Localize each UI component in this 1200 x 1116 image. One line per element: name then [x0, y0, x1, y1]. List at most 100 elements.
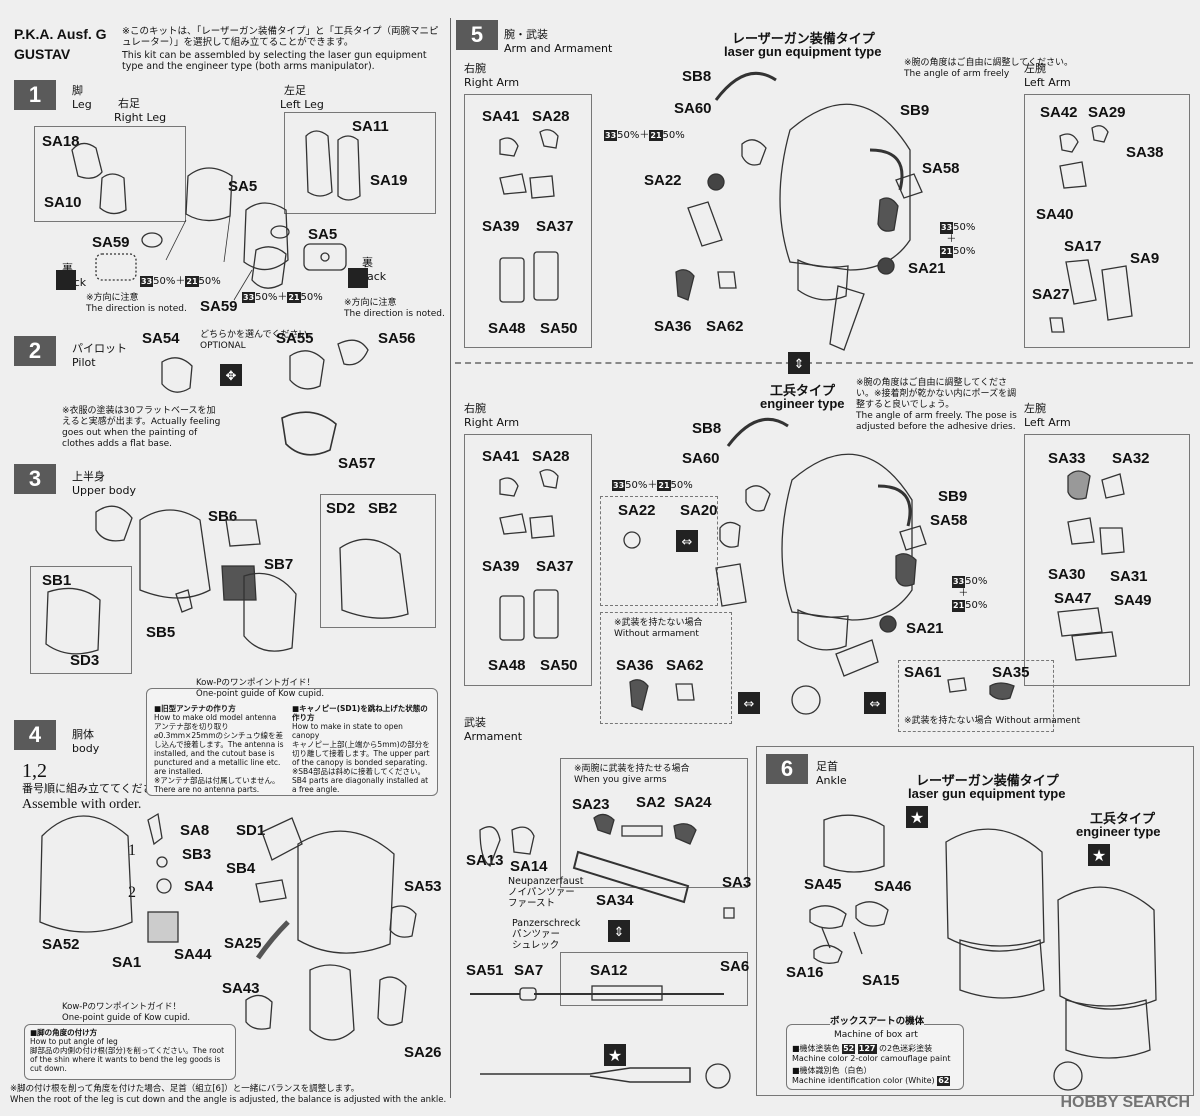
part-SB1: SB1: [42, 572, 72, 589]
part-SA36: SA36: [654, 318, 692, 335]
part-SB9: SB9: [900, 102, 930, 119]
paint-mix-arm-3: 3350%＋2150%: [612, 480, 693, 491]
left-leg-jp: 左足: [284, 84, 306, 97]
part-SD3: SD3: [70, 652, 100, 669]
step-3-number: 3: [14, 464, 56, 494]
part-SA40: SA40: [1036, 206, 1074, 223]
svg-text:✥: ✥: [226, 369, 237, 384]
part-SA11: SA11: [352, 118, 389, 135]
optional-label: どちらかを選んでください。OPTIONAL: [200, 330, 317, 351]
s6-eng-jp: 工兵タイプ: [1090, 811, 1156, 826]
part-SA30: SA30: [1048, 566, 1086, 583]
part-SA59: SA59: [92, 234, 130, 251]
step-6-jp: 足首: [816, 760, 838, 773]
part-SA39-eng: SA39: [482, 558, 520, 575]
kowp-guide-title-2: Kow-Pのワンポイントガイド！One-point guide of Kow c…: [62, 1002, 191, 1023]
laser-type-en: laser gun equipment type: [724, 44, 882, 59]
part-SA10: SA10: [44, 194, 82, 211]
part-SB9-eng: SB9: [938, 488, 968, 505]
part-SA44: SA44: [174, 946, 212, 963]
part-SA14: SA14: [510, 858, 548, 875]
part-SA55: SA55: [276, 330, 314, 347]
step-2-en: Pilot: [72, 356, 96, 369]
part-SA52: SA52: [42, 936, 80, 953]
box-art-title-en: Machine of box art: [834, 1030, 918, 1040]
part-SA42: SA42: [1040, 104, 1078, 121]
order-marker-2: 2: [128, 884, 136, 901]
part-SA59-2: SA59: [200, 298, 238, 315]
part-SA41-eng: SA41: [482, 448, 520, 465]
part-SA32: SA32: [1112, 450, 1150, 467]
back-label-2: 裏: [362, 256, 373, 269]
laser-type-jp: レーザーガン装備タイプ: [732, 31, 875, 46]
part-SA5-2: SA5: [308, 226, 338, 243]
part-SB6: SB6: [208, 508, 238, 525]
part-SA34: SA34: [596, 892, 634, 909]
right-leg-jp: 右足: [118, 97, 140, 110]
part-SB3: SB3: [182, 846, 212, 863]
part-SA51: SA51: [466, 962, 504, 979]
part-SA12: SA12: [590, 962, 628, 979]
part-SA58-eng: SA58: [930, 512, 968, 529]
step-4-en: body: [72, 742, 100, 755]
machine-id-color: ■機体識別色（白色）Machine identification color (…: [792, 1066, 951, 1086]
part-SA62-eng: SA62: [666, 657, 704, 674]
left-leg-subpanel: [284, 112, 436, 214]
part-SA62: SA62: [706, 318, 744, 335]
part-SA54: SA54: [142, 330, 180, 347]
step-5-number: 5: [456, 20, 498, 50]
part-SA41: SA41: [482, 108, 520, 125]
give-arms-box: [560, 758, 748, 888]
part-SA31: SA31: [1110, 568, 1148, 585]
part-SA46: SA46: [874, 878, 912, 895]
leg-footer: ※脚の付け根を削って角度を付けた場合、足首（組立[6]）と一緒にバランスを調整し…: [10, 1084, 447, 1105]
model-title: P.K.A. Ausf. G: [14, 26, 107, 42]
svg-text:★: ★: [910, 808, 924, 827]
box-art-title: ボックスアートの機体: [830, 1016, 925, 1027]
part-SA21: SA21: [908, 260, 946, 277]
paint-mix-arm-2: 3350% ＋2150%: [940, 222, 976, 258]
assembly-order-en: Assemble with order.: [22, 797, 142, 812]
flat-base-note: ※衣服の塗装は30フラットベースを加えると実感が出ます。Actually fee…: [62, 406, 221, 449]
part-SA28: SA28: [532, 108, 570, 125]
panzerschreck-box: [560, 952, 748, 1006]
part-SA60-eng: SA60: [682, 450, 720, 467]
part-SA22-eng: SA22: [618, 502, 656, 519]
step-5-jp: 腕・武装: [504, 28, 548, 41]
part-SA29: SA29: [1088, 104, 1126, 121]
part-SA43: SA43: [222, 980, 260, 997]
part-SA49: SA49: [1114, 592, 1152, 609]
step-1-en: Leg: [72, 98, 92, 111]
part-SA58: SA58: [922, 160, 960, 177]
s6-laser-jp: レーザーガン装備タイプ: [916, 773, 1059, 788]
without-arm-box-2: [898, 660, 1054, 732]
order-marker-1: 1: [128, 842, 136, 859]
armament-jp: 武装: [464, 716, 486, 729]
part-SA37-eng: SA37: [536, 558, 574, 575]
divider-vertical: [450, 18, 451, 1098]
part-SA4: SA4: [184, 878, 214, 895]
part-SA48-eng: SA48: [488, 657, 526, 674]
part-SD1: SD1: [236, 822, 266, 839]
part-SA28-eng: SA28: [532, 448, 570, 465]
machine-color: ■機体塗装色 52 127 の2色迷彩塗装 Machine color 2-co…: [792, 1044, 951, 1063]
step-6-en: Ankle: [816, 774, 847, 787]
part-SA60: SA60: [674, 100, 712, 117]
part-SA35: SA35: [992, 664, 1030, 681]
part-SA7: SA7: [514, 962, 544, 979]
part-SA19: SA19: [370, 172, 408, 189]
part-SA33: SA33: [1048, 450, 1086, 467]
part-SA9: SA9: [1130, 250, 1160, 267]
part-SA37: SA37: [536, 218, 574, 235]
part-SA61: SA61: [904, 664, 942, 681]
header-en: This kit can be assembled by selecting t…: [122, 50, 427, 72]
paint-mix-1: 3350%＋2150%: [140, 276, 221, 287]
right-arm2-subpanel: [464, 434, 592, 686]
part-SA39: SA39: [482, 218, 520, 235]
part-SB4: SB4: [226, 860, 256, 877]
sa22-subbox: [600, 496, 718, 606]
right-leg-en: Right Leg: [114, 111, 167, 124]
